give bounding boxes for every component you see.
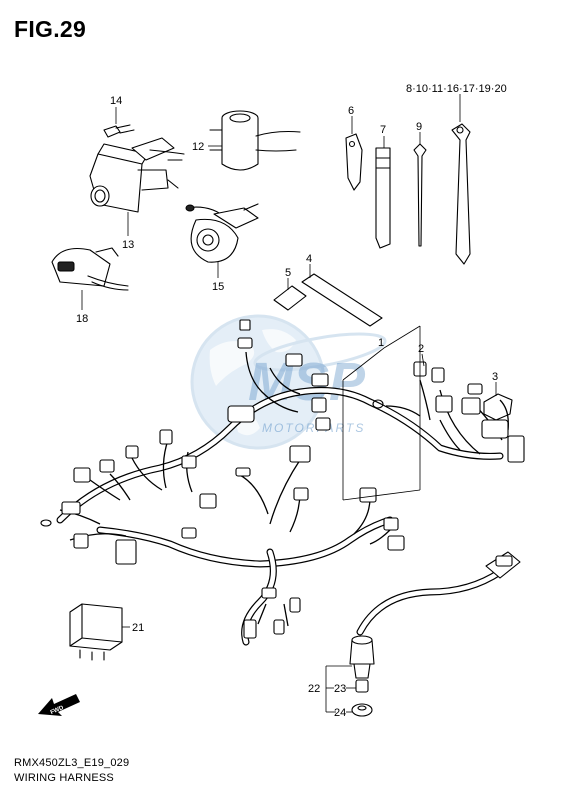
fwd-arrow-icon: [38, 694, 80, 716]
part-13-switch: [89, 137, 185, 213]
callout-1: 1: [378, 337, 384, 349]
callout-12: 12: [192, 141, 204, 153]
part-6-clamp: [345, 133, 363, 191]
part-3-cap: [483, 393, 513, 421]
callout-7: 7: [380, 124, 386, 136]
part-7-band: [375, 147, 391, 249]
callout-4: 4: [306, 253, 312, 265]
leader-lines: [81, 94, 497, 713]
callout-22: 22: [308, 683, 320, 695]
figure-name: WIRING HARNESS: [14, 772, 114, 784]
callout-2: 2: [418, 343, 424, 355]
callout-5: 5: [285, 267, 291, 279]
fwd-label: FWD: [50, 705, 66, 716]
part-22-plug-cap: [349, 551, 521, 679]
callout-15: 15: [212, 281, 224, 293]
part-4-tape: [301, 273, 383, 327]
model-code: RMX450ZL3_E19_029: [14, 757, 130, 769]
callout-ties: 8·10·11·16·17·19·20: [406, 83, 507, 95]
part-23-resistor: [355, 679, 369, 693]
part-18-switch: [51, 247, 129, 291]
callout-3: 3: [492, 371, 498, 383]
callout-21: 21: [132, 622, 144, 634]
part-24-cap: [351, 703, 373, 717]
callout-23: 23: [334, 683, 346, 695]
callout-6: 6: [348, 105, 354, 117]
figure-title: FIG.29: [14, 16, 87, 42]
callout-24: 24: [334, 707, 346, 719]
callout-14: 14: [110, 95, 122, 107]
harness-connectors: [40, 319, 525, 639]
part-12-coil: [209, 110, 301, 171]
part-15-ignition: [185, 203, 259, 263]
main-harness: [56, 351, 509, 646]
callout-18: 18: [76, 313, 88, 325]
callout-labels: 14 12 13 15 18 6 7 9 8·10·11·16·17·19·20…: [76, 83, 507, 719]
callout-9: 9: [416, 121, 422, 133]
part-9-tie: [413, 143, 427, 247]
part-21-relay: [69, 603, 123, 661]
part-5-pad: [273, 285, 307, 311]
callout-13: 13: [122, 239, 134, 251]
watermark-tagline: MOTORPARTS: [262, 421, 365, 435]
part-tie-long: [451, 123, 471, 265]
part-14-bolt: [103, 124, 135, 138]
